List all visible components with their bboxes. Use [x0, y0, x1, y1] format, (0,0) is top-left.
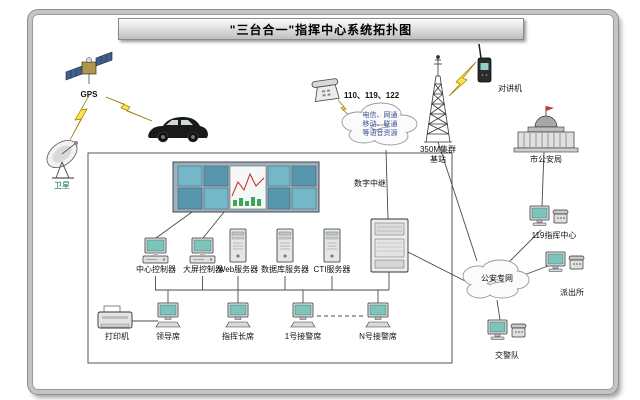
label-base-station: 350M集群基站	[419, 145, 456, 164]
gps-satellite-icon	[65, 51, 113, 84]
label-fire-command: 119指挥中心	[531, 231, 577, 240]
screen-controller-icon	[189, 237, 216, 264]
government-building-icon	[513, 106, 579, 153]
label-incoming-calls: 110、119、122	[344, 91, 400, 100]
police-network-cloud	[462, 259, 530, 299]
label-leader-seat: 领导席	[156, 332, 180, 341]
label-police-network: 公安专网	[481, 274, 513, 283]
page-title: "三台合一"指挥中心系统拓扑图	[118, 18, 524, 40]
substation-icon	[545, 251, 585, 272]
label-printer: 打印机	[105, 332, 129, 341]
label-digital-trunk: 数字中继	[354, 179, 386, 188]
cti-server-icon	[323, 228, 341, 263]
lightning-gps-dish	[69, 93, 91, 141]
voice-network-cloud	[341, 102, 418, 146]
radio-tower-icon	[424, 55, 452, 143]
label-city-bureau: 市公安局	[530, 155, 562, 164]
label-voice-cloud-line1: 电信、网通	[362, 112, 398, 119]
label-db-server: 数据库服务器	[261, 265, 309, 274]
center-controller-icon	[142, 237, 169, 264]
pbx-cabinet-icon	[370, 218, 409, 273]
label-center-controller: 中心控制器	[136, 265, 176, 274]
lightning-gps-car	[105, 96, 153, 122]
walkie-talkie-icon	[477, 43, 492, 83]
label-traffic-police: 交警队	[495, 351, 519, 360]
label-substation: 派出所	[560, 288, 584, 297]
label-web-server: Web服务器	[217, 265, 259, 274]
web-server-icon	[229, 228, 247, 263]
label-seat-n: N号接警席	[359, 332, 397, 341]
leader-seat-icon	[155, 302, 181, 328]
label-commander-seat: 指挥长席	[222, 332, 254, 341]
label-cti-server: CTI服务器	[313, 265, 351, 274]
connection-lines	[132, 141, 549, 322]
label-satellite: 卫星	[54, 181, 70, 190]
label-gps: GPS	[80, 90, 98, 99]
patrol-car-icon	[148, 117, 208, 143]
db-server-icon	[276, 228, 294, 263]
label-screen-controller: 大屏控制器	[183, 265, 223, 274]
traffic-police-icon	[487, 319, 527, 340]
label-voice-cloud-line3: 等语音资源	[362, 130, 398, 137]
desk-phone-icon	[311, 78, 340, 103]
digital-trunk-line	[385, 149, 389, 220]
commander-seat-icon	[225, 302, 251, 328]
lightning-bolt-icons	[69, 61, 477, 141]
printer-icon	[97, 305, 133, 329]
label-seat-1: 1号接警席	[284, 332, 322, 341]
seatN-icon	[365, 302, 391, 328]
seat1-icon	[290, 302, 316, 328]
label-voice-cloud-line2: 移动、联通	[362, 121, 398, 128]
satellite-dish-icon	[46, 140, 78, 179]
lightning-tower-walkie	[448, 61, 477, 97]
fire-command-icon	[529, 205, 569, 226]
label-walkie-talkie: 对讲机	[498, 84, 522, 93]
video-wall-icon	[172, 161, 320, 213]
